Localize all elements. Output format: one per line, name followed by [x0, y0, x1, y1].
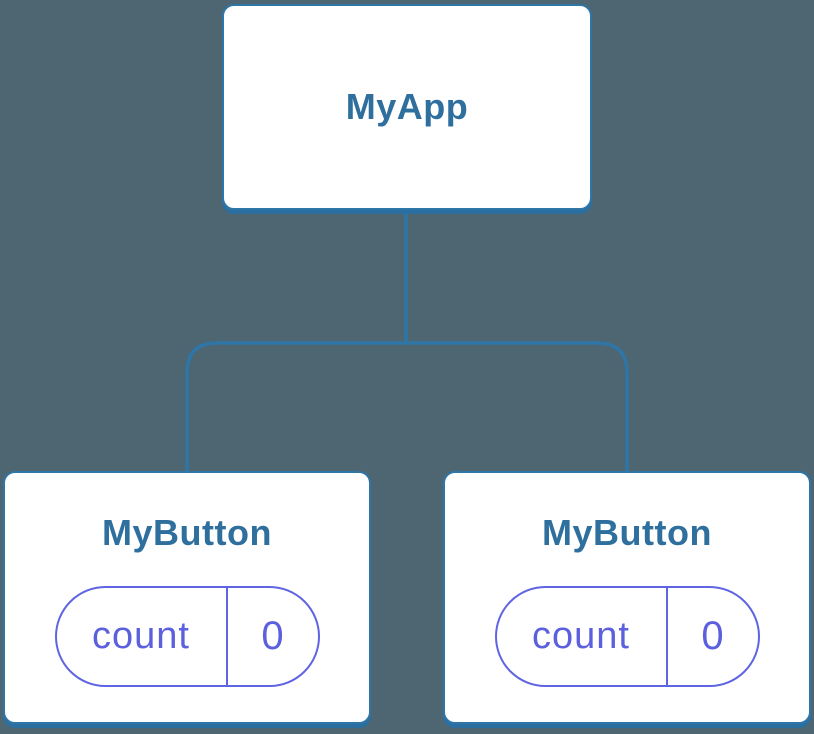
state-key-label: count [532, 615, 630, 658]
state-key-cell: count [57, 588, 228, 686]
state-key-label: count [92, 615, 190, 658]
child-node-mybutton-left: MyButton count 0 [3, 471, 371, 724]
child-node-label: MyButton [542, 512, 712, 553]
state-key-cell: count [497, 588, 668, 686]
children-bracket-line [185, 341, 629, 472]
state-value-label: 0 [261, 614, 284, 659]
state-value-cell: 0 [668, 588, 758, 685]
child-node-mybutton-right: MyButton count 0 [443, 471, 811, 724]
state-value-cell: 0 [228, 588, 318, 685]
root-node-myapp: MyApp [222, 4, 592, 210]
child-node-label: MyButton [102, 512, 272, 553]
root-node-label: MyApp [345, 86, 469, 128]
state-pill: count 0 [494, 586, 760, 688]
state-pill: count 0 [54, 586, 320, 688]
state-value-label: 0 [701, 614, 724, 659]
